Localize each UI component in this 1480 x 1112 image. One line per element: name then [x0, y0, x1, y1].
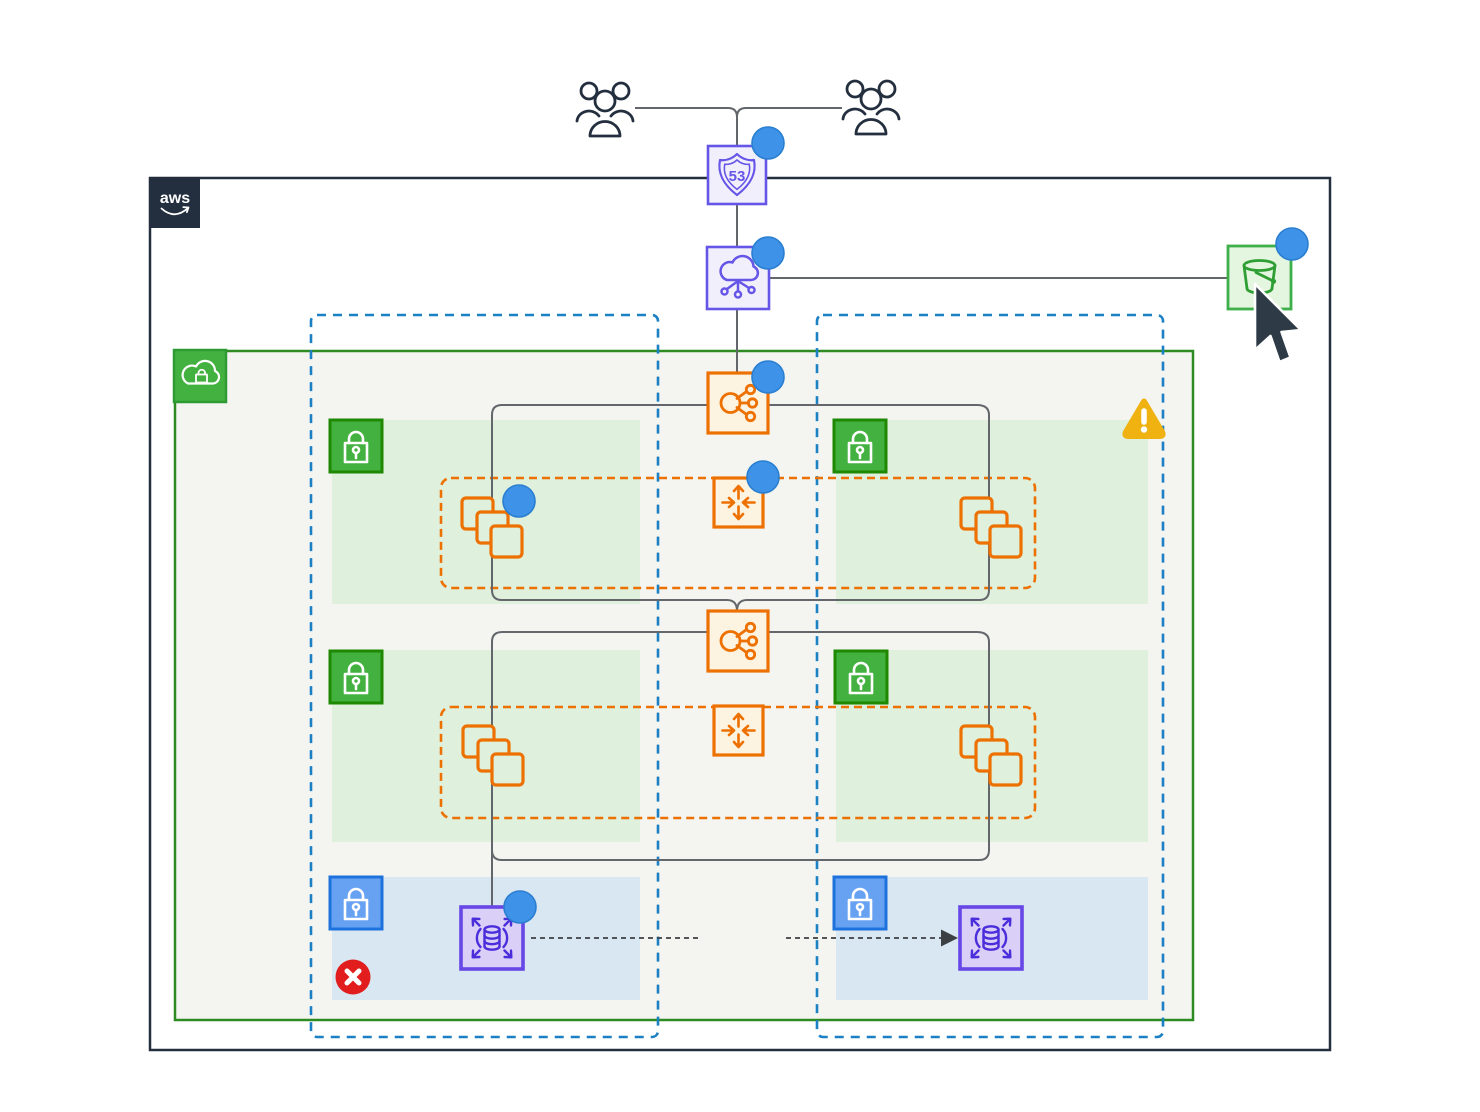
aws-smile-icon [160, 206, 190, 216]
users-to-route53-wire [635, 107, 842, 146]
nacl-lock-icon-db-az2[interactable] [832, 875, 888, 931]
users-icon-right[interactable] [841, 79, 901, 136]
users-icon-left[interactable] [575, 81, 635, 138]
nacl-lock-icon-db-az1[interactable] [328, 875, 384, 931]
auto-scaling-group-icon-bottom[interactable] [712, 704, 765, 757]
nacl-lock-icon-web-az2[interactable] [832, 418, 888, 474]
nacl-lock-icon-web-az1[interactable] [328, 418, 384, 474]
selection-badge-rds-primary [503, 890, 537, 924]
selection-badge-route53 [751, 126, 785, 160]
selection-badge-cloudfront [751, 236, 785, 270]
error-icon [335, 959, 371, 995]
aws-logo: aws [150, 178, 200, 228]
aws-logo-box [150, 178, 200, 228]
route53-icon[interactable]: 53 [706, 144, 768, 206]
availability-zone-1-boundary[interactable] [309, 313, 660, 1039]
rds-standby-icon[interactable] [958, 905, 1024, 971]
aws-logo-text: aws [160, 190, 190, 207]
vpc-icon[interactable] [172, 348, 228, 404]
selection-badge-s3 [1275, 227, 1309, 261]
availability-zone-2-boundary[interactable] [815, 313, 1165, 1039]
selection-badge-ec2-web-left [502, 484, 536, 518]
mouse-cursor [1253, 282, 1303, 364]
db-replication-arrowhead-icon [941, 929, 958, 947]
route53-label: 53 [729, 168, 746, 185]
selection-badge-asg-top [746, 460, 780, 494]
warning-icon [1122, 398, 1166, 439]
load-balancer-icon-middle[interactable] [706, 609, 770, 673]
selection-badge-elb-top [751, 360, 785, 394]
nacl-lock-icon-app-az1[interactable] [328, 649, 384, 705]
nacl-lock-icon-app-az2[interactable] [833, 649, 889, 705]
